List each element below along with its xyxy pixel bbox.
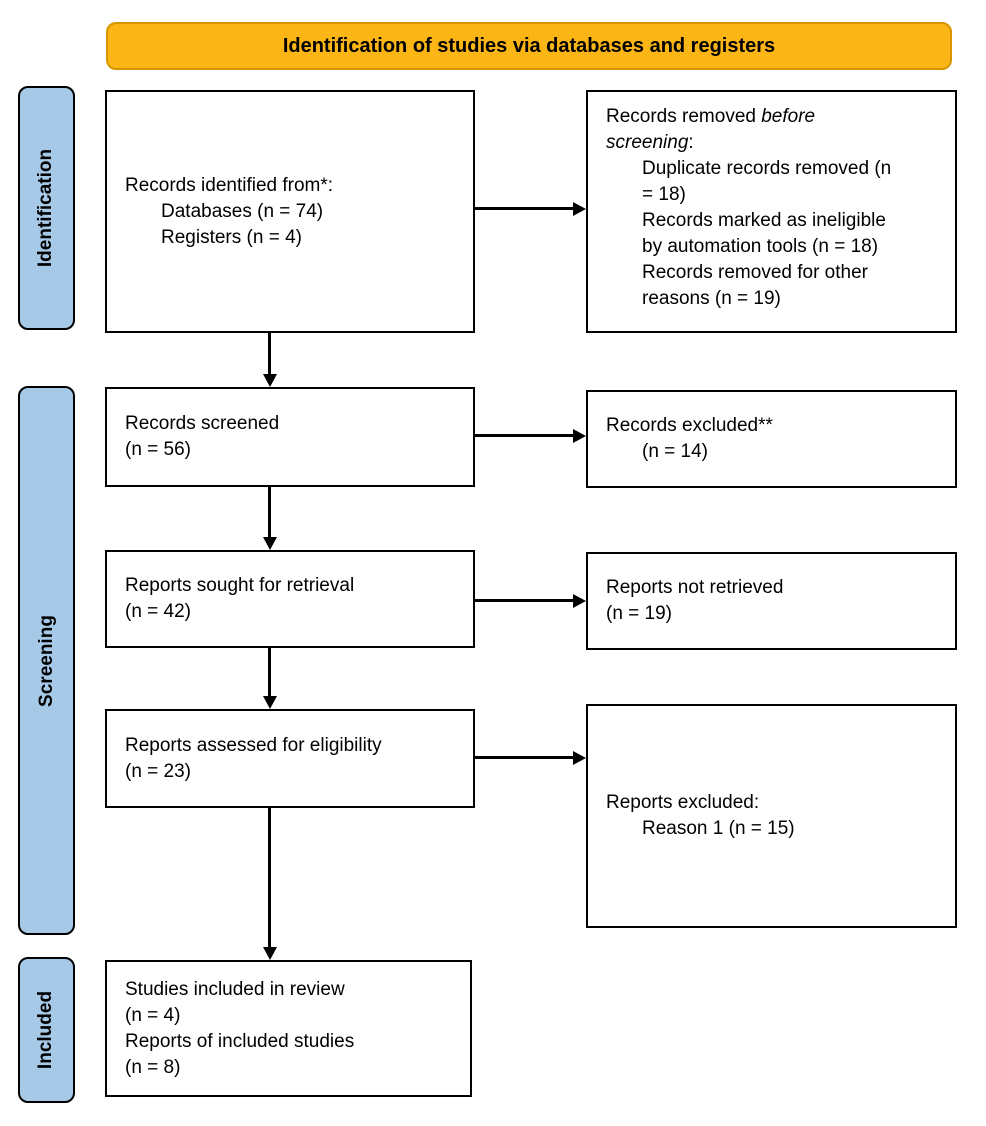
box-line: (n = 19) [606,603,673,624]
arrow-identified-to-removed-line [475,207,574,210]
arrow-sought-to-not-retrieved-head [573,593,586,608]
box-line: (n = 14) [642,441,709,462]
arrow-screened-to-sought-line [268,487,271,538]
box-line: Studies included in review [125,978,345,1000]
stage-label-screening: Screening [18,386,75,935]
stage-label-included-text: Included [35,990,57,1070]
arrow-sought-to-assessed-line [268,648,271,697]
box-title: Records identified from*: [125,174,334,196]
box-studies-included: Studies included in review (n = 4) Repor… [105,960,472,1097]
box-records-screened: Records screened (n = 56) [105,387,475,487]
arrow-screened-to-excluded-line [475,434,574,437]
box-line: (n = 4) [125,1004,181,1026]
banner-title: Identification of studies via databases … [106,22,952,70]
stage-label-included: Included [18,957,75,1103]
arrow-identified-to-screened-line [268,333,271,375]
arrow-assessed-to-included-line [268,808,271,948]
box-records-excluded: Records excluded** (n = 14) [586,390,957,488]
box-line: Registers (n = 4) [161,226,302,248]
box-reports-assessed: Reports assessed for eligibility (n = 23… [105,709,475,808]
box-line: Records marked as ineligible by automati… [642,210,886,257]
arrow-sought-to-not-retrieved-line [475,599,574,602]
box-line: Databases (n = 74) [161,200,324,222]
arrow-assessed-to-included-head [262,947,277,960]
box-line: Reports assessed for eligibility [125,734,382,756]
box-line: Records screened [125,413,280,434]
arrow-screened-to-excluded-head [573,428,586,443]
box-line: (n = 23) [125,760,192,782]
arrow-identified-to-screened-head [262,374,277,387]
box-line: (n = 42) [125,601,192,622]
stage-label-identification-text: Identification [35,148,57,268]
stage-label-screening-text: Screening [35,614,57,707]
box-reports-excluded: Reports excluded: Reason 1 (n = 15) [586,704,957,928]
box-line: Reports of included studies [125,1030,355,1052]
box-reports-not-retrieved: Reports not retrieved (n = 19) [586,552,957,650]
box-title: Reports excluded: [606,792,760,813]
box-reports-sought: Reports sought for retrieval (n = 42) [105,550,475,648]
arrow-assessed-to-reports-excluded-line [475,756,574,759]
arrow-screened-to-sought-head [262,537,277,550]
box-line: Duplicate records removed (n = 18) [642,158,892,205]
box-line: Records removed for other reasons (n = 1… [642,262,868,309]
box-line: Reason 1 (n = 15) [642,818,795,839]
box-line: (n = 56) [125,439,192,460]
arrow-identified-to-removed-head [573,201,586,216]
arrow-sought-to-assessed-head [262,696,277,709]
box-records-identified: Records identified from*: Databases (n =… [105,90,475,333]
arrow-assessed-to-reports-excluded-head [573,750,586,765]
stage-label-identification: Identification [18,86,75,330]
box-title: Records excluded** [606,415,773,436]
box-line: (n = 8) [125,1056,181,1078]
box-line: Reports not retrieved [606,577,784,598]
box-line: Reports sought for retrieval [125,575,355,596]
